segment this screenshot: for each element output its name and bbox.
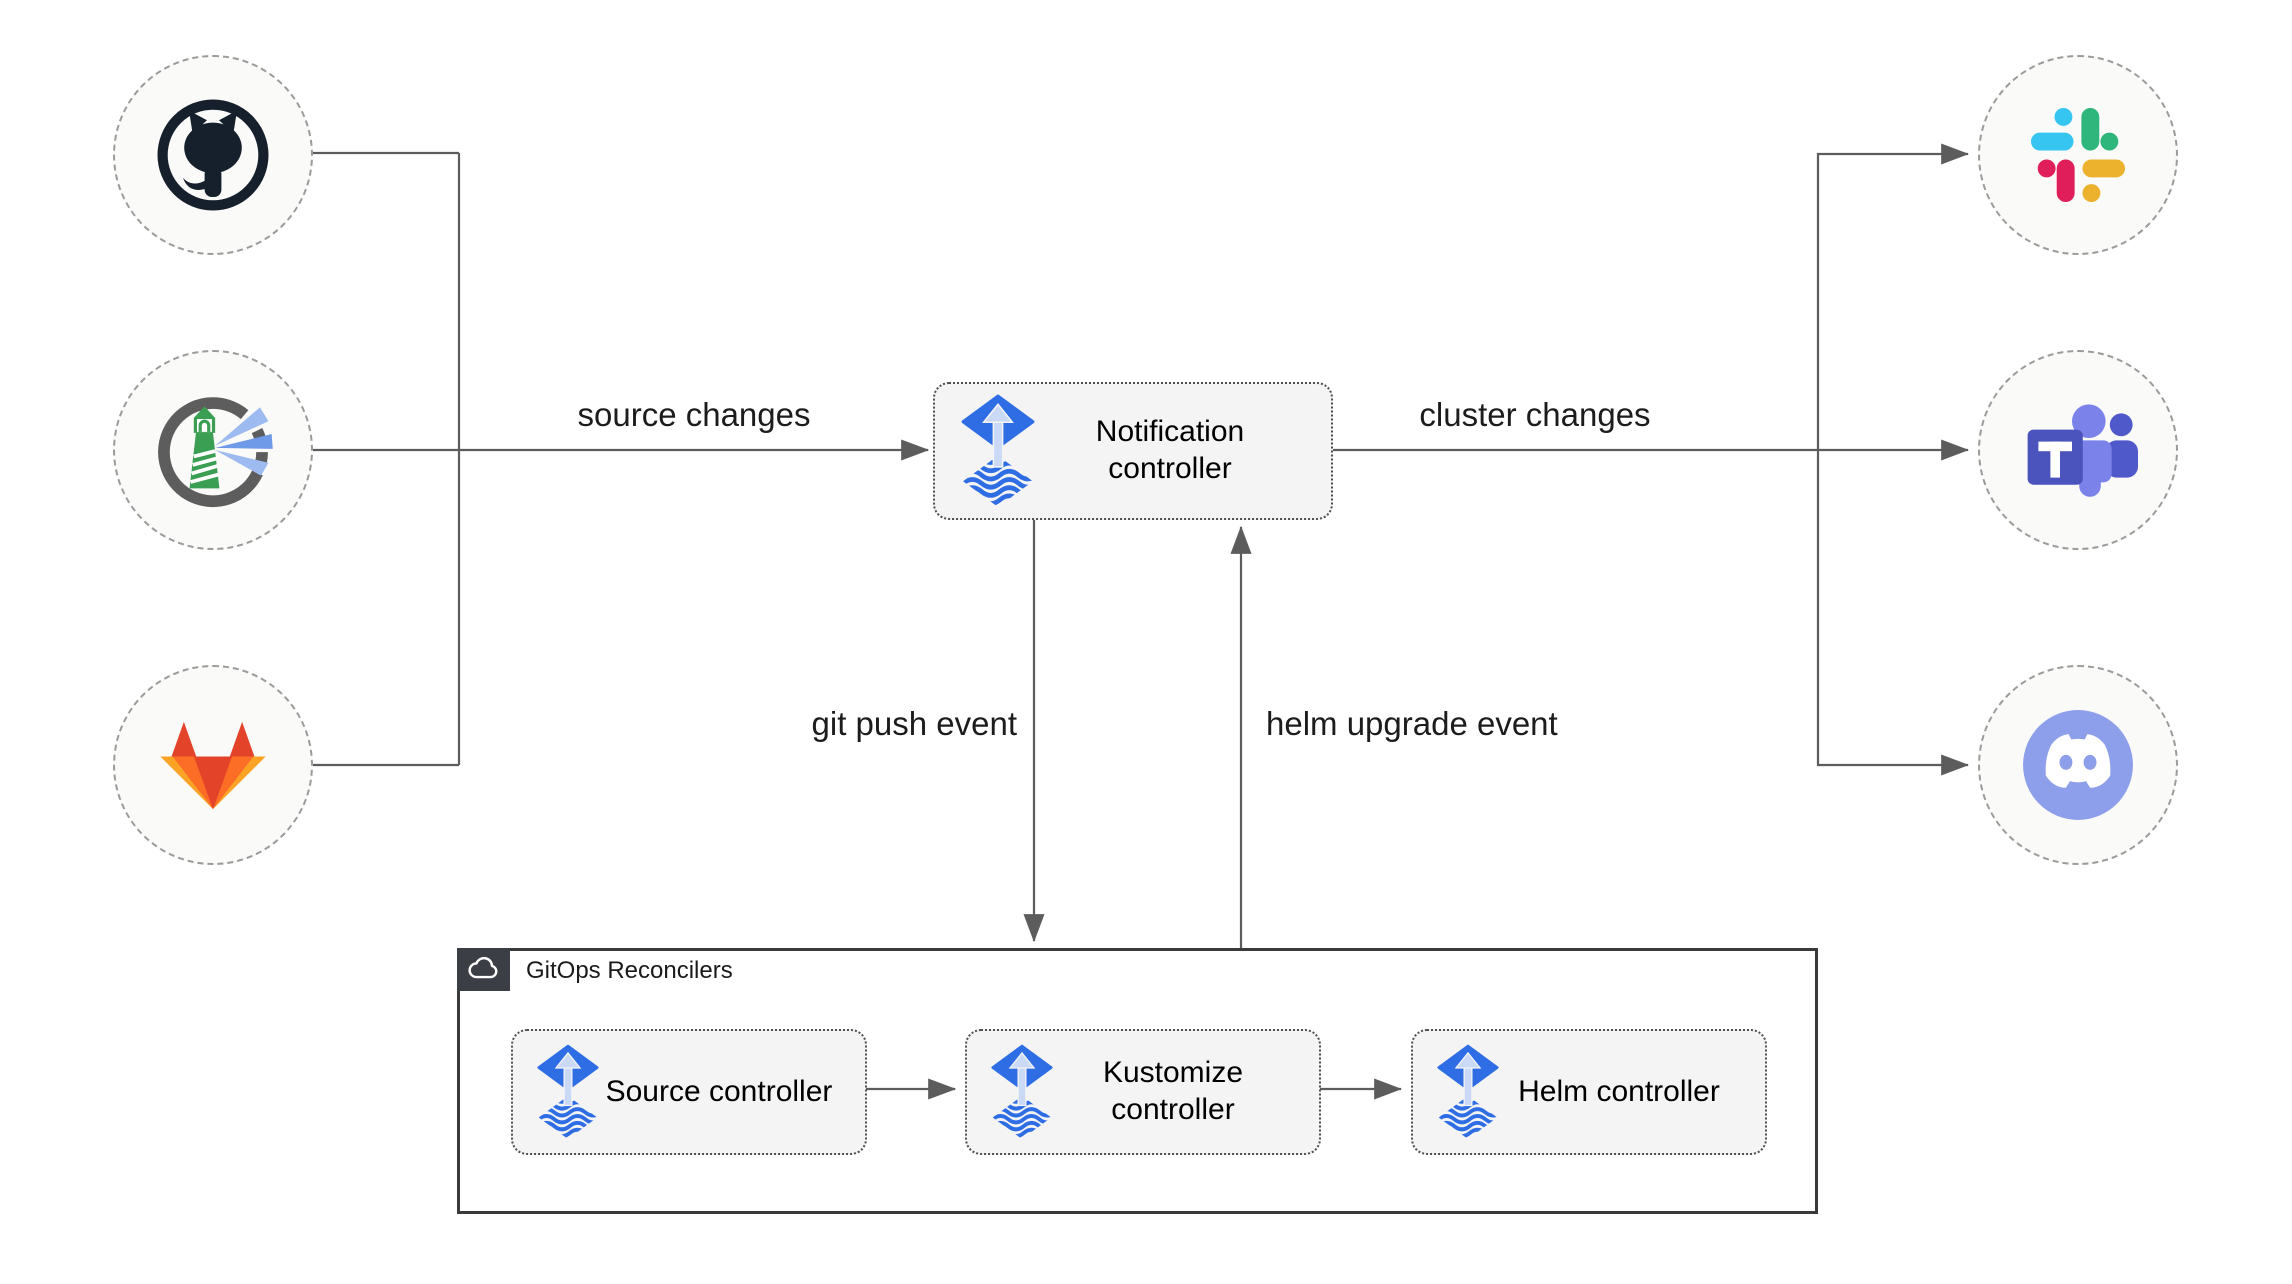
discord-icon [2011, 698, 2145, 832]
node-discord [1978, 665, 2178, 865]
harbor-icon [149, 386, 277, 514]
flux-icon [991, 1044, 1053, 1141]
node-helm-controller: Helm controller [1411, 1029, 1767, 1155]
node-label: Helm controller [1518, 1074, 1720, 1108]
edge-to-slack [1816, 143, 1970, 450]
flux-icon [961, 394, 1035, 509]
node-teams [1978, 350, 2178, 550]
gitops-reconcilers-group: GitOps Reconcilers Sour [457, 948, 1818, 1214]
slack-icon [2022, 99, 2134, 211]
node-slack [1978, 55, 2178, 255]
flux-icon [537, 1044, 599, 1141]
flux-icon [1437, 1044, 1499, 1141]
github-icon [153, 95, 273, 215]
node-kustomize-controller: Kustomize controller [965, 1029, 1321, 1155]
edge-label-source-changes: source changes [577, 396, 811, 433]
edge-label-git-push-event: git push event [811, 705, 1017, 742]
group-badge [457, 948, 510, 991]
node-github [113, 55, 313, 255]
node-harbor [113, 350, 313, 550]
edge-label-helm-upgrade-event: helm upgrade event [1266, 705, 1558, 742]
node-notification-controller: Notification controller [933, 382, 1333, 520]
edge-label-cluster-changes: cluster changes [1419, 396, 1651, 433]
node-label: Notification controller [1095, 415, 1245, 485]
node-label: Source controller [605, 1074, 833, 1108]
gitlab-icon [157, 715, 269, 816]
node-gitlab [113, 665, 313, 865]
group-title: GitOps Reconcilers [526, 957, 733, 984]
node-source-controller: Source controller [511, 1029, 867, 1155]
cloud-icon [467, 956, 501, 983]
edge-to-discord [1816, 450, 1970, 776]
teams-icon [2018, 390, 2138, 510]
node-label: Kustomize controller [1102, 1056, 1244, 1126]
